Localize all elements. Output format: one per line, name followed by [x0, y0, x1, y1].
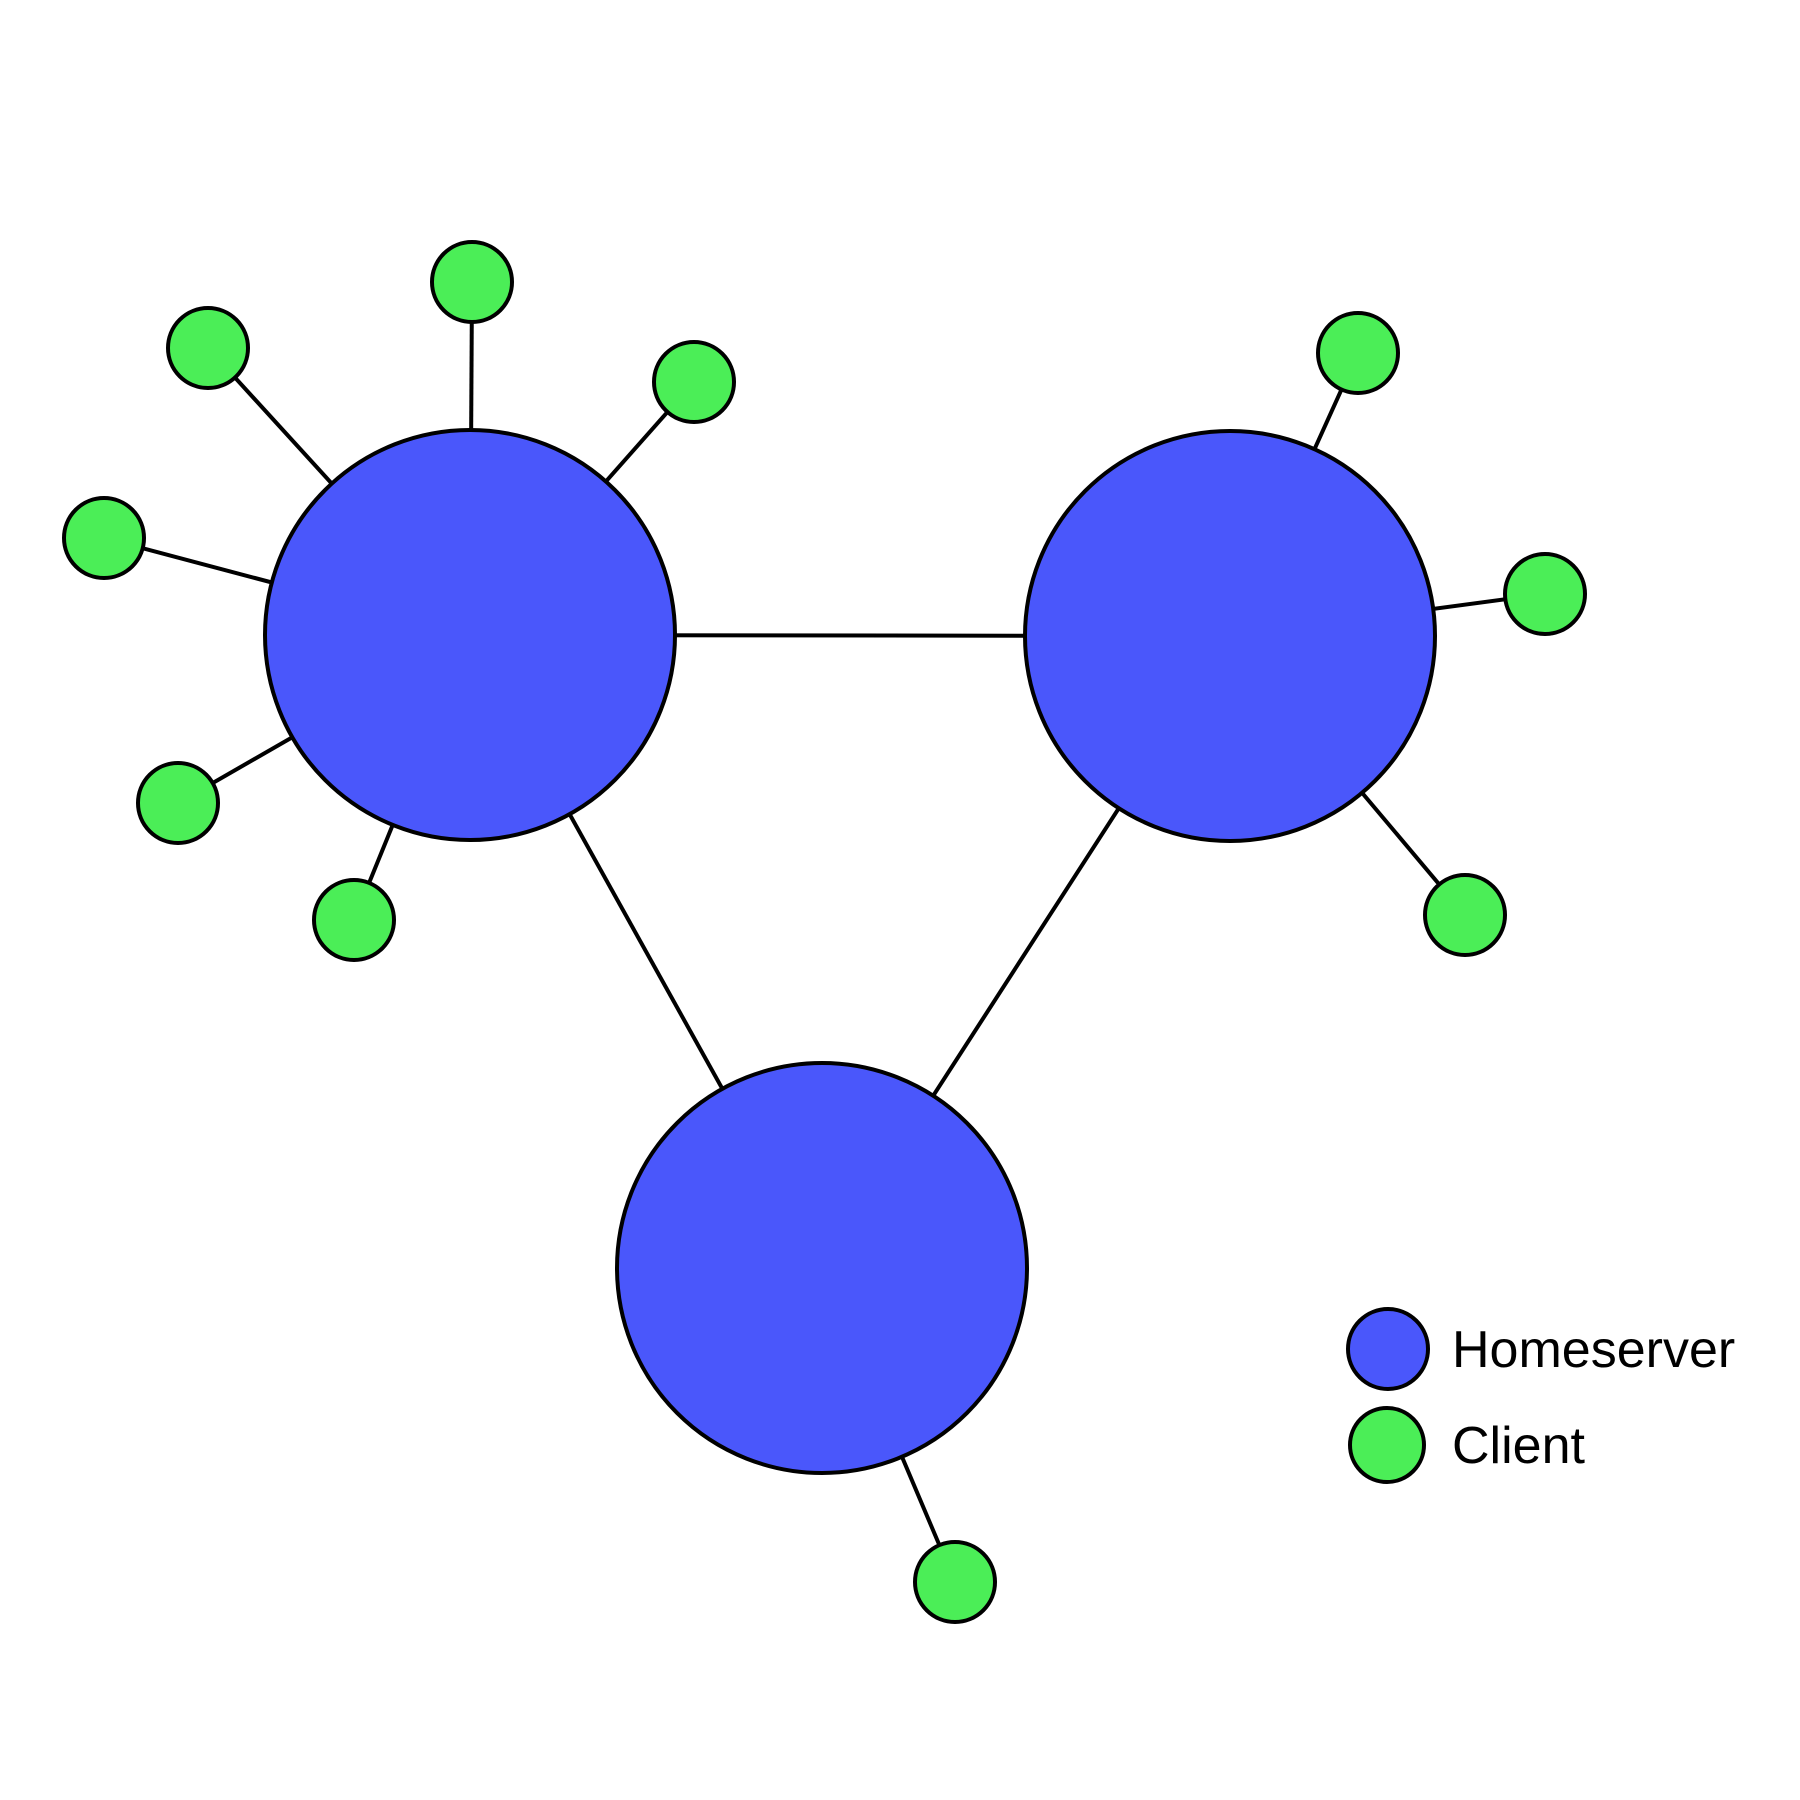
client-c9-node — [1423, 873, 1507, 957]
legend-homeserver-label: Homeserver — [1452, 1321, 1735, 1379]
homeserver-layer — [263, 428, 1437, 1475]
client-c2-node — [166, 306, 250, 390]
client-c1-node — [430, 240, 514, 324]
homeserver-hs1-node — [263, 428, 677, 842]
client-c8-node — [1503, 552, 1587, 636]
homeserver-hs3-node — [615, 1061, 1029, 1475]
client-c4-node — [62, 496, 146, 580]
legend: Homeserver Client — [1346, 1307, 1735, 1484]
client-c6-node — [312, 878, 396, 962]
client-c5-node — [136, 761, 220, 845]
client-c3-node — [652, 340, 736, 424]
legend-client-label: Client — [1452, 1417, 1585, 1475]
legend-homeserver-swatch-icon — [1346, 1307, 1430, 1391]
homeserver-hs2-node — [1023, 429, 1437, 843]
client-c10-node — [913, 1540, 997, 1624]
legend-client-swatch-icon — [1348, 1406, 1426, 1484]
client-layer — [62, 240, 1587, 1624]
client-c7-node — [1316, 311, 1400, 395]
